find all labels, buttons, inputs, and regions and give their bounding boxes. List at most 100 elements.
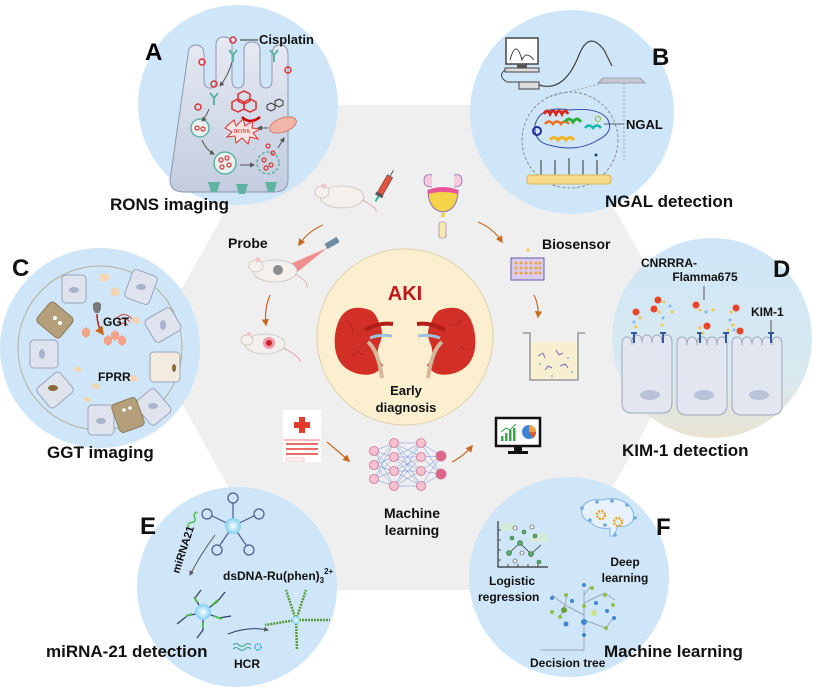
probe-label: Probe [228, 235, 268, 251]
ggt-label: GGT [103, 315, 130, 329]
nn-node [435, 468, 447, 480]
nn-node [369, 474, 379, 484]
nn-node [389, 438, 399, 448]
early-label: Early [390, 383, 423, 398]
nn-node [435, 450, 447, 462]
gold-electrode [526, 174, 612, 185]
nn-edge [393, 442, 422, 458]
diagnosis-label: diagnosis [376, 400, 437, 415]
deep-label-line2: learning [602, 571, 649, 585]
nn-node [389, 481, 399, 491]
kim1-label: KIM-1 [751, 305, 784, 319]
panel-d-kim1-detection [612, 238, 812, 438]
panel-b-letter: B [652, 44, 669, 71]
probe-molecules [632, 296, 744, 335]
panel-d-letter: D [773, 256, 790, 283]
flamma675-label: Flamma675 [672, 270, 738, 284]
nn-edge [393, 442, 422, 487]
syringe-icon [374, 170, 394, 202]
panel-e-mirna21-detection [137, 487, 337, 687]
mouse-kidney-signal-icon [240, 332, 302, 363]
nn-edge [393, 470, 422, 487]
laser-device-icon [324, 236, 340, 250]
nn-node [389, 466, 399, 476]
mitochondrion [269, 116, 297, 134]
nn-edge [393, 442, 422, 472]
logistic-label-line1: Logistic [489, 574, 535, 588]
beaker-icon [523, 332, 585, 381]
panel-c-ggt-imaging [0, 248, 200, 448]
cisplatin-label: Cisplatin [259, 32, 314, 47]
mirna-strand [187, 511, 198, 528]
analytics-monitor-icon [494, 416, 542, 454]
left-kidney-icon [334, 307, 383, 375]
panel-c-title: GGT imaging [47, 443, 154, 462]
cnrrra-label: CNRRRA- [641, 256, 697, 270]
ngal-protein [534, 108, 611, 149]
hcr-label: HCR [234, 657, 260, 671]
rons-burst [224, 118, 262, 145]
biosensor-flow [423, 174, 585, 381]
tubule-cells [29, 269, 182, 436]
medical-record-icon [283, 410, 321, 462]
nn-edge [420, 455, 442, 487]
nn-node [389, 452, 399, 462]
mouse-icon [314, 183, 377, 213]
ngal-label: NGAL [626, 117, 663, 132]
cell-shape [169, 36, 289, 193]
fprr-label: FPRR [98, 370, 131, 384]
dsdna-superscript: 2+ [324, 567, 333, 576]
panel-b-title: NGAL detection [605, 192, 733, 211]
panel-f-title: Machine learning [604, 642, 743, 661]
nn-edge [373, 456, 395, 480]
ml-label-line2: learning [385, 522, 439, 538]
nn-edge [393, 456, 422, 487]
nn-node [369, 460, 379, 470]
panel-f-machine-learning [469, 477, 669, 677]
panel-f-letter: F [656, 514, 671, 541]
panel-a-title: RONS imaging [110, 195, 229, 214]
panel-e-letter: E [140, 513, 156, 540]
neural-network-icon [369, 438, 447, 491]
ggt-enzyme [93, 302, 101, 313]
nn-node [416, 466, 426, 476]
nn-edge [373, 450, 395, 487]
nn-edge [373, 442, 395, 466]
urinary-system-icon [423, 174, 463, 239]
nn-edge [420, 442, 442, 475]
dsdna-text: dsDNA-Ru(phen) [223, 569, 320, 583]
center-aki [316, 248, 494, 426]
panel-a-rons-imaging: RONS [138, 5, 338, 205]
biosensor-label: Biosensor [542, 236, 611, 252]
panel-c-letter: C [12, 255, 29, 282]
panel-a-letter: A [145, 39, 162, 66]
nn-node [369, 446, 379, 456]
deep-label-line1: Deep [610, 555, 639, 569]
decision-tree-label: Decision tree [530, 656, 606, 670]
nn-edge [373, 442, 395, 480]
deep-learning-brain-icon [581, 498, 635, 537]
nn-node [416, 438, 426, 448]
nn-node [416, 452, 426, 462]
rons-text: RONS [234, 129, 250, 135]
nn-node [416, 481, 426, 491]
probe-flow [240, 170, 394, 363]
nn-edge [393, 456, 422, 472]
dsdna-subscript: 3 [320, 576, 325, 585]
hcr-dendrimer [264, 589, 330, 651]
ml-label-line1: Machine [384, 505, 440, 521]
logistic-label-line2: regression [478, 590, 539, 604]
ml-flow [283, 410, 542, 491]
right-kidney-icon [427, 307, 476, 375]
signal-waves [115, 314, 133, 326]
sensor-chip [597, 77, 646, 84]
aki-title: AKI [388, 283, 422, 305]
logistic-regression-icon [497, 521, 548, 568]
panel-d-title: KIM-1 detection [622, 441, 749, 460]
mouse-imaging-icon [248, 257, 308, 289]
panel-b-ngal-detection [470, 10, 674, 214]
panel-e-title: miRNA-21 detection [46, 642, 208, 661]
dsdna-label: dsDNA-Ru(phen)32+ [223, 567, 334, 585]
